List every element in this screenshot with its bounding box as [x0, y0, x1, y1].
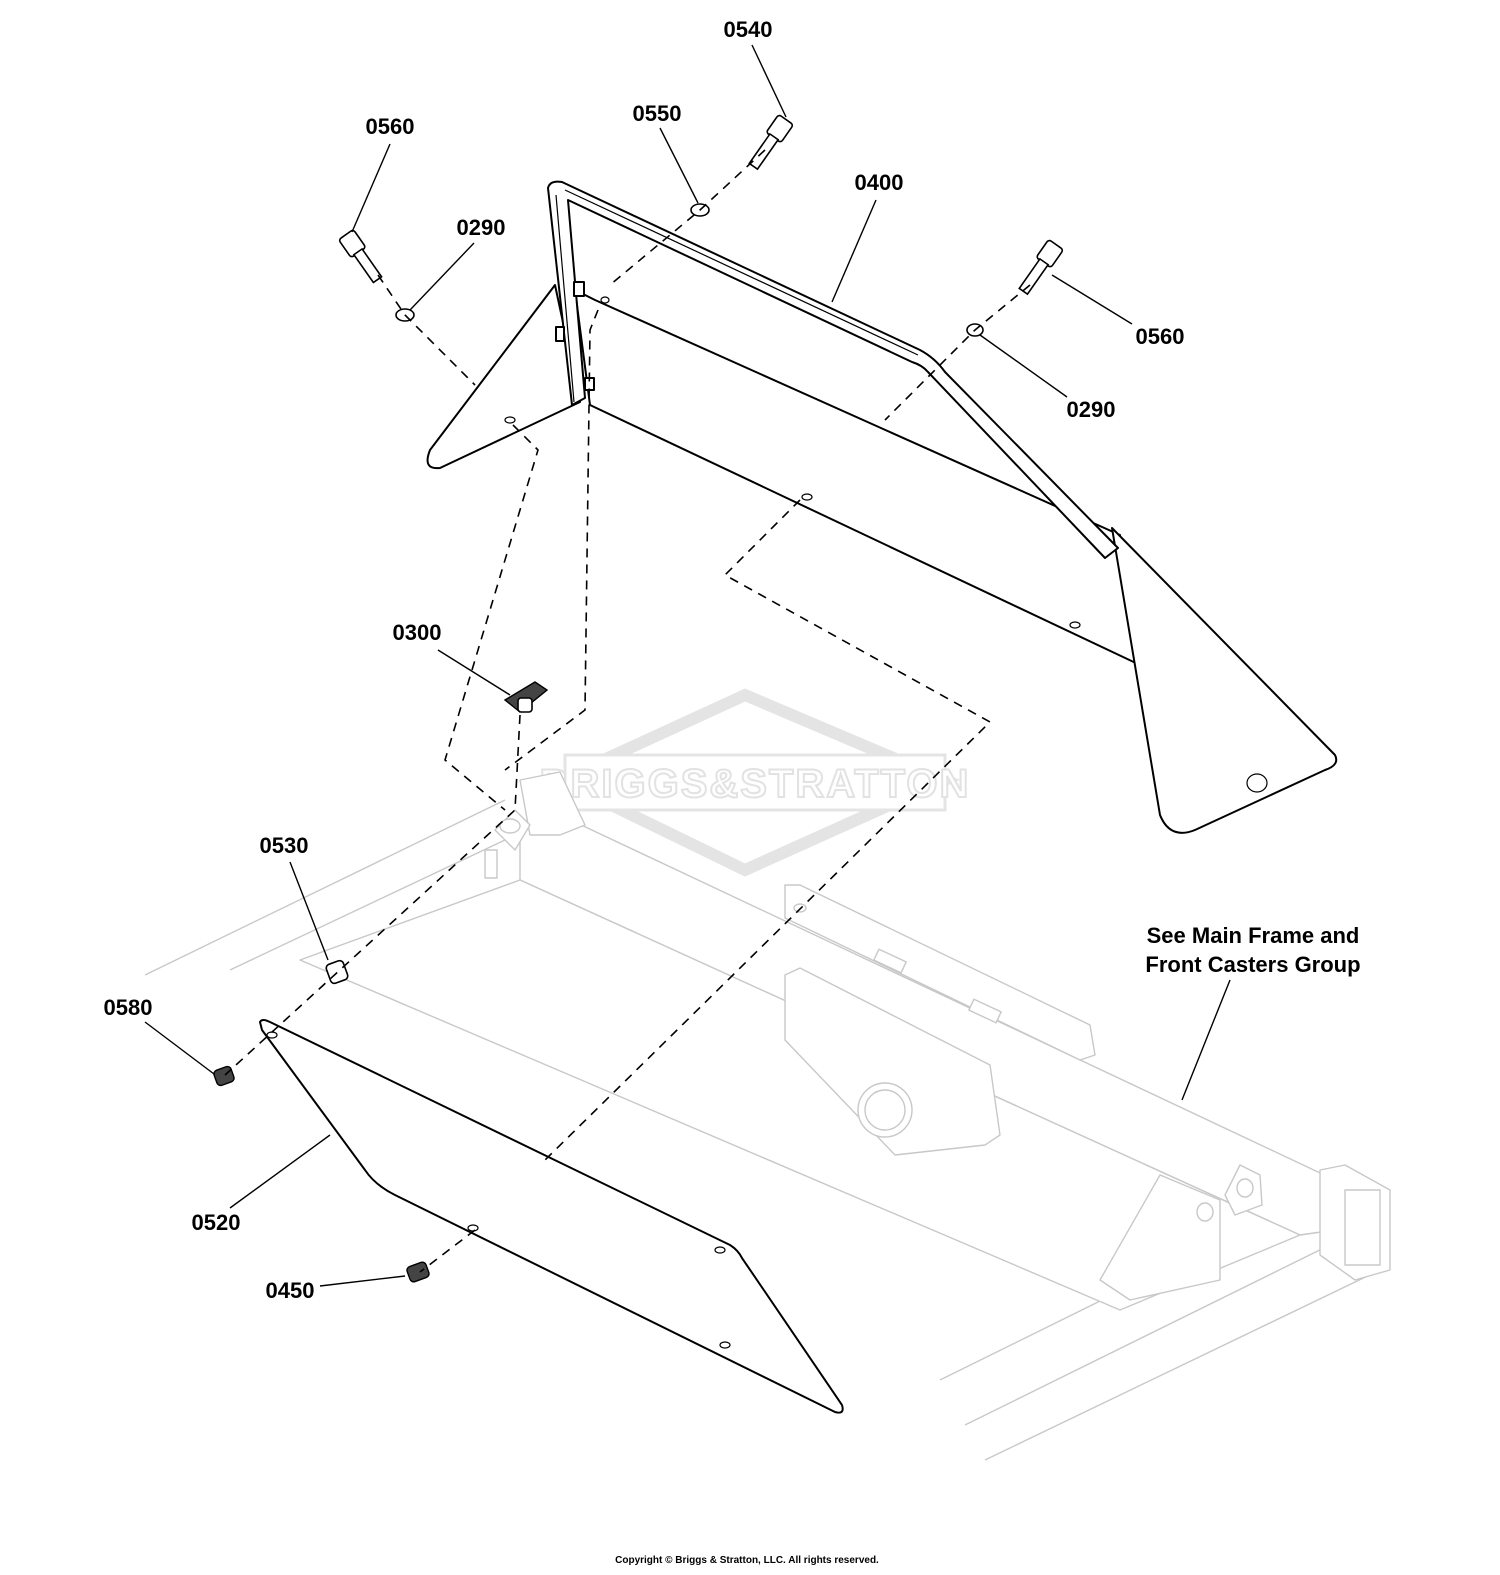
leader-lines: [144, 44, 1231, 1287]
callout-0290-right: 0290: [1067, 397, 1116, 422]
callout-0530: 0530: [260, 833, 309, 858]
bolt-0540: [748, 114, 794, 171]
callout-0520: 0520: [192, 1210, 241, 1235]
nut-0580: [213, 1065, 235, 1087]
copyright-notice: Copyright © Briggs & Stratton, LLC. All …: [615, 1555, 879, 1566]
brand-watermark: BRIGGS&STRATTON: [539, 688, 971, 877]
callout-0560-right: 0560: [1136, 324, 1185, 349]
nut-0450: [406, 1261, 430, 1283]
callout-0300: 0300: [393, 620, 442, 645]
rear-plate: [574, 289, 1141, 666]
main-frame-reference: [144, 771, 1391, 1461]
callout-0560-left: 0560: [366, 114, 415, 139]
callout-0450: 0450: [266, 1278, 315, 1303]
callout-0580: 0580: [104, 995, 153, 1020]
reference-note: See Main Frame and Front Casters Group: [1145, 923, 1360, 977]
callout-0290-left: 0290: [457, 215, 506, 240]
bolt-0560-right: [1018, 239, 1064, 296]
deflector-bracket-0400: [426, 180, 1338, 834]
reference-note-line2: Front Casters Group: [1145, 952, 1360, 977]
callout-0400: 0400: [855, 170, 904, 195]
bolt-0560-left: [338, 229, 383, 284]
tube-frame: [547, 180, 1119, 559]
callout-0540: 0540: [724, 17, 773, 42]
callout-0550: 0550: [633, 101, 682, 126]
reference-note-line1: See Main Frame and: [1147, 923, 1360, 948]
clip-nut-0300: [503, 681, 549, 713]
deflector-plate-0520: [259, 1019, 844, 1414]
left-gusset: [426, 284, 581, 470]
right-gusset: [1111, 527, 1338, 834]
callout-labels: 0540 0550 0560 0290 0400 0560 0290 0300 …: [104, 17, 1185, 1303]
watermark-text: BRIGGS&STRATTON: [540, 762, 971, 806]
assembly-lines: [224, 149, 1031, 1273]
